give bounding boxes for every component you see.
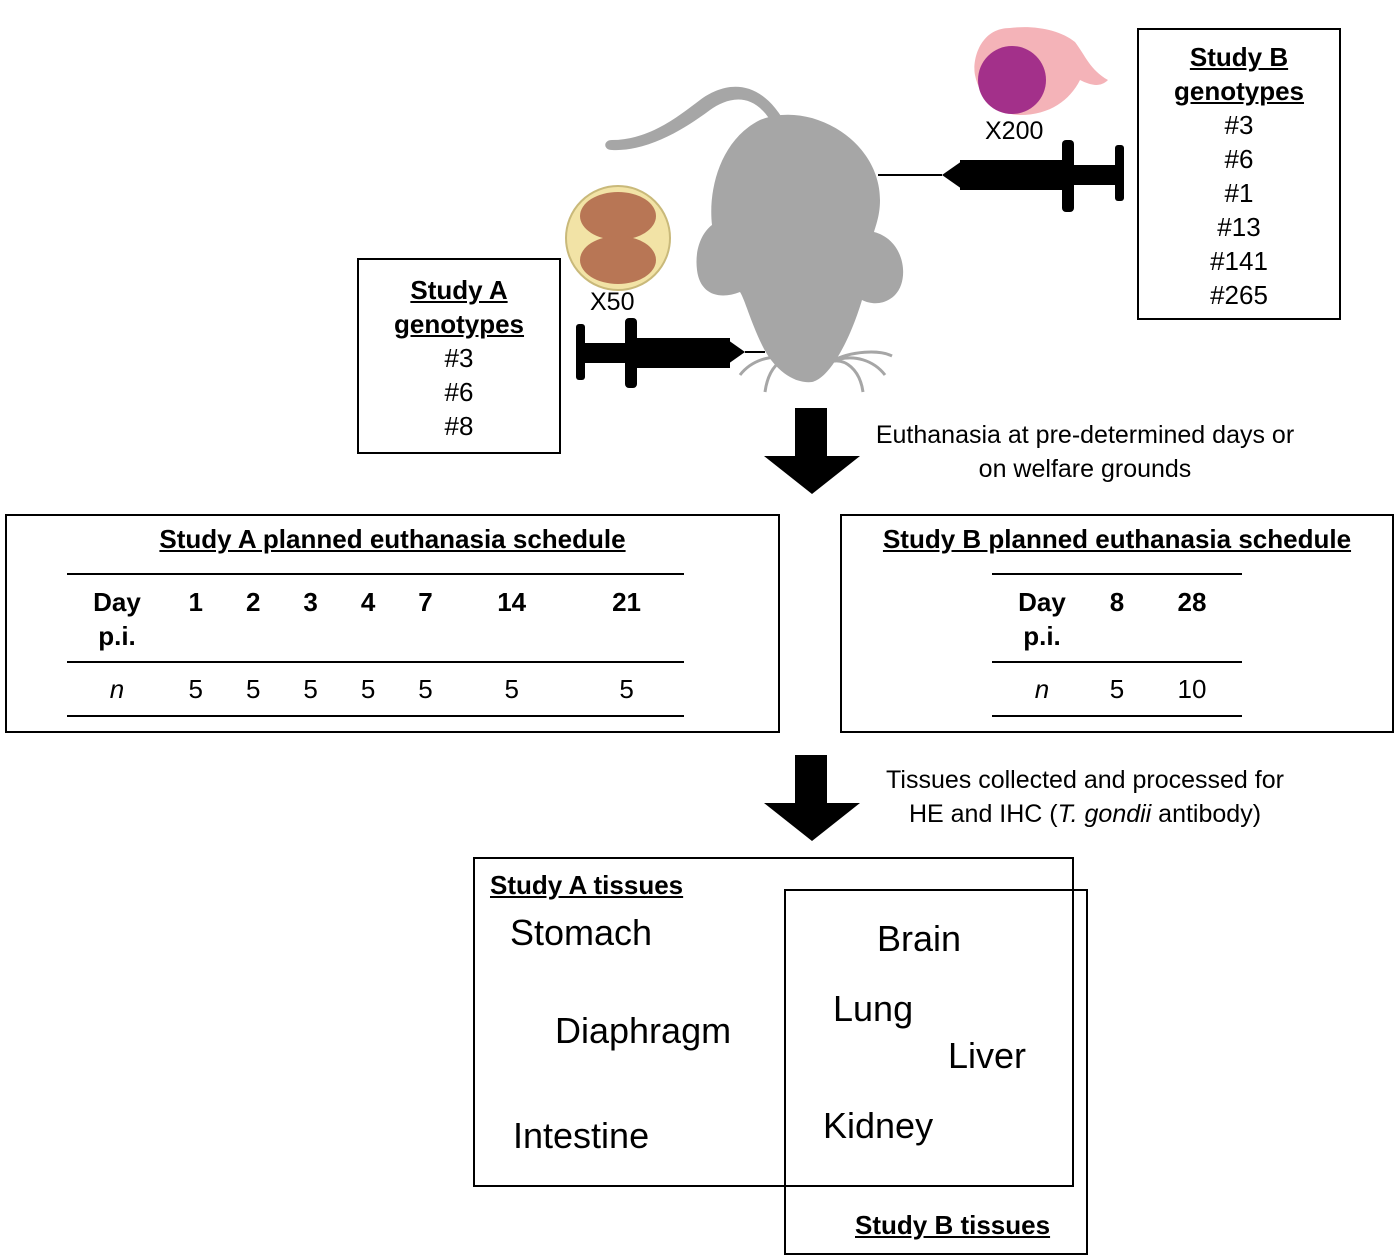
study-b-tissues-box (784, 889, 1088, 1255)
tissue-label: Brain (877, 918, 962, 959)
study-a-genotypes: Study A genotypes #3 #6 #8 (359, 273, 559, 443)
down-arrow-icon (764, 408, 860, 494)
n-cell: 5 (167, 662, 225, 717)
study-a-tissues-box (473, 857, 1074, 1187)
tachyzoite-icon (974, 27, 1108, 116)
study-b-genotypes-box: Study B genotypes #3 #6 #1 #13 #141 #265 (1137, 28, 1341, 320)
table-row: n 5 5 5 5 5 5 5 (67, 662, 684, 717)
day-cell: 28 (1142, 573, 1242, 663)
tissue-label: Intestine (513, 1115, 650, 1156)
n-cell: 5 (1092, 662, 1143, 717)
day-cell: 21 (569, 573, 684, 663)
day-cell: 4 (339, 573, 397, 663)
study-a-schedule-title: Study A planned euthanasia schedule (159, 524, 626, 554)
magnification-study-b: X200 (985, 117, 1044, 145)
day-cell: 2 (224, 573, 282, 663)
study-a-genotypes-heading-1: Study A (410, 275, 508, 305)
tissue-label: Diaphragm (555, 1010, 732, 1051)
euthanasia-caption-line-2: on welfare grounds (978, 455, 1192, 483)
n-cell: 5 (224, 662, 282, 717)
tissues-caption-line-2: HE and IHC (T. gondii antibody) (908, 800, 1262, 828)
tissues-caption-line-1: Tissues collected and processed for (886, 766, 1284, 794)
genotype-item: #141 (1210, 246, 1268, 276)
n-cell: 5 (454, 662, 570, 717)
n-cell: 5 (339, 662, 397, 717)
oocyst-icon (565, 185, 671, 291)
genotype-item: #265 (1210, 280, 1268, 310)
euthanasia-caption: Euthanasia at pre-determined days or on … (830, 418, 1340, 486)
mouse-tail (605, 86, 790, 151)
genotype-item: #1 (1224, 178, 1254, 208)
genotype-item: #8 (444, 411, 474, 441)
tissue-label: Liver (948, 1035, 1027, 1076)
study-a-genotypes-heading-2: genotypes (393, 309, 525, 339)
study-b-genotypes: Study B genotypes #3 #6 #1 #13 #141 #265 (1139, 40, 1339, 312)
study-b-genotypes-heading-2: genotypes (1173, 76, 1305, 106)
tissue-label: Kidney (823, 1105, 934, 1146)
magnification-study-a: X50 (590, 288, 635, 316)
study-a-tissues-title: Study A tissues (490, 870, 684, 900)
genotype-item: #6 (444, 377, 474, 407)
n-label: n (992, 662, 1092, 717)
syringe-study-a-icon (576, 318, 765, 388)
day-cell: 1 (167, 573, 225, 663)
day-cell: 14 (454, 573, 570, 663)
study-b-genotypes-heading-1: Study B (1189, 42, 1289, 72)
syringe-study-b-icon (878, 140, 1124, 212)
n-label: n (67, 662, 167, 717)
day-cell: 7 (396, 573, 455, 663)
euthanasia-caption-line-1: Euthanasia at pre-determined days or (875, 421, 1295, 449)
n-cell: 5 (281, 662, 340, 717)
genotype-item: #3 (1224, 110, 1254, 140)
table-row: n 5 10 (992, 662, 1242, 717)
n-cell: 5 (569, 662, 684, 717)
n-cell: 10 (1142, 662, 1242, 717)
tissues-caption: Tissues collected and processed for HE a… (840, 763, 1330, 831)
genotype-item: #13 (1217, 212, 1261, 242)
tissue-label: Stomach (510, 912, 653, 953)
down-arrow-icon (764, 755, 860, 841)
day-cell: 8 (1092, 573, 1143, 663)
tissue-label: Lung (833, 988, 914, 1029)
genotype-item: #6 (1224, 144, 1254, 174)
day-cell: 3 (281, 573, 340, 663)
mouse-body (696, 114, 904, 383)
study-b-tissues-title: Study B tissues (855, 1210, 1051, 1240)
n-cell: 5 (396, 662, 455, 717)
mouse-illustration (565, 27, 1124, 393)
study-b-schedule-title: Study B planned euthanasia schedule (882, 524, 1352, 554)
genotype-item: #3 (444, 343, 474, 373)
study-a-genotypes-box: Study A genotypes #3 #6 #8 (357, 258, 561, 454)
whiskers (738, 350, 893, 393)
